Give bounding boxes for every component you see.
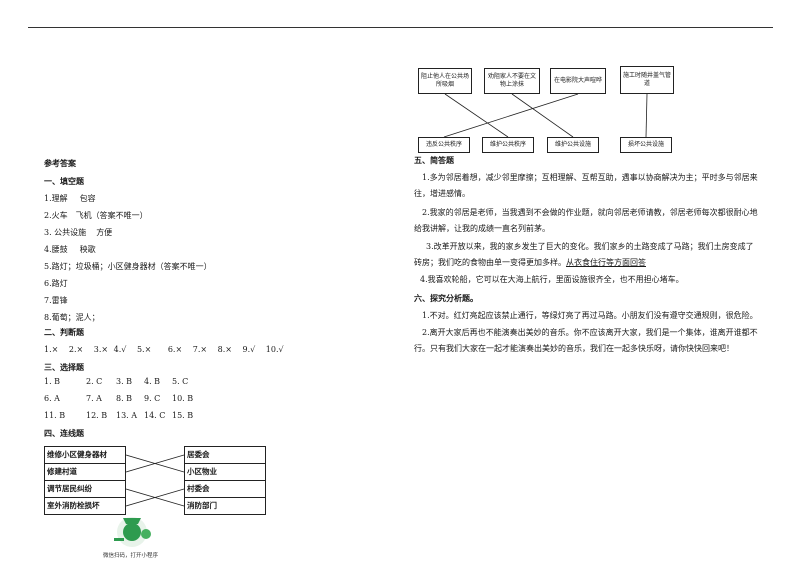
match-right-item: 村委会 bbox=[185, 481, 265, 498]
explore-1: 1.不对。红灯亮起应该禁止通行，等绿灯亮了再过马路。小朋友们没有遵守交通规则，很… bbox=[422, 311, 758, 320]
fill-8: 8.葡萄；泥人； bbox=[44, 313, 100, 322]
section-choice-heading: 三、选择题 bbox=[44, 362, 84, 372]
match-right-table: 居委会 小区物业 村委会 消防部门 bbox=[184, 446, 266, 515]
match-right-item: 小区物业 bbox=[185, 464, 265, 481]
answer-3-line-1: 3.改革开放以来，我的家乡发生了巨大的变化。我们家乡的土路变成了马路；我们土房变… bbox=[426, 242, 754, 251]
fill-2: 2.火车飞机（答案不唯一） bbox=[44, 211, 148, 220]
section-judge-heading: 二、判断题 bbox=[44, 327, 84, 337]
fill-4: 4.腰鼓秧歌 bbox=[44, 245, 96, 254]
answer-1-line-1: 1.多为邻居着想，减少邻里摩擦；互相理解、互帮互助，遇事以协商解决为主；平时多与… bbox=[422, 173, 758, 182]
section-explore-heading: 六、探究分析题。 bbox=[414, 293, 478, 303]
diagram-line bbox=[511, 93, 574, 138]
judge-answers: 1.× 2.× 3.× 4.√ 5.× 6.× 7.× 8.× 9.√ 10.√ bbox=[44, 345, 284, 354]
match-right-item: 居委会 bbox=[185, 447, 265, 464]
answer-hint-link[interactable]: 从衣食住行等方面回答 bbox=[566, 258, 646, 267]
diagram-top-box: 在电影院大声喧哗 bbox=[550, 68, 606, 94]
answer-4: 4.我喜欢轮船，它可以在大海上航行，里面设施很齐全，也不用担心堵车。 bbox=[420, 275, 684, 284]
header-rule bbox=[28, 27, 773, 28]
diagram-bottom-box: 违反公共秩序 bbox=[418, 137, 470, 153]
qr-caption: 微信扫码，打开小程序 bbox=[103, 553, 159, 559]
diagram-top-box: 施工时随井盖气管道 bbox=[620, 66, 674, 94]
explore-2-line-1: 2.离开大家后再也不能演奏出美妙的音乐。你不应该离开大家，我们是一个集体，谁离开… bbox=[422, 328, 758, 337]
fill-7: 7.雷锋 bbox=[44, 296, 68, 305]
answer-title: 参考答案 bbox=[44, 158, 76, 168]
diagram-bottom-box: 损坏公共设施 bbox=[620, 137, 672, 153]
fill-6: 6.路灯 bbox=[44, 279, 68, 288]
diagram-top-box: 劝阻家人不要在文物上涂抹 bbox=[484, 68, 540, 94]
section-match-heading: 四、连线题 bbox=[44, 428, 84, 438]
diagram-top-box: 阻止他人在公共场所吸烟 bbox=[418, 68, 472, 94]
fill-3: 3. 公共设施方便 bbox=[44, 228, 113, 237]
match-line bbox=[125, 454, 185, 473]
explore-2-line-2: 行。只有我们大家在一起才能演奏出美妙的音乐，我们在一起多快乐呀，请你快快回来吧！ bbox=[414, 344, 734, 353]
diagram-bottom-box: 维护公共秩序 bbox=[482, 137, 534, 153]
diagram-line bbox=[645, 93, 648, 138]
match-left-item: 调节居民纠纷 bbox=[45, 481, 125, 498]
answer-2-line-1: 2.我家的邻居是老师，当我遇到不会做的作业题，就向邻居老师请教，邻居老师每次都很… bbox=[422, 208, 758, 217]
match-left-item: 室外消防栓损坏 bbox=[47, 501, 100, 510]
section-fill-heading: 一、填空题 bbox=[44, 176, 84, 186]
match-left-item: 修建村道 bbox=[45, 464, 125, 481]
diagram-bottom-box: 维护公共设施 bbox=[547, 137, 599, 153]
section-short-answer-heading: 五、简答题 bbox=[414, 155, 454, 165]
match-right-item: 消防部门 bbox=[187, 501, 217, 510]
diagram-line bbox=[444, 93, 509, 138]
match-left-table: 维修小区健身器材 修建村道 调节居民纠纷 室外消防栓损坏 bbox=[44, 446, 126, 515]
fill-5: 5.路灯；垃圾桶；小区健身器材（答案不唯一） bbox=[44, 262, 212, 271]
mini-program-code-icon bbox=[114, 517, 151, 547]
answer-3-line-2: 砖房；我们吃的食物由单一变得更加多样。从衣食住行等方面回答 bbox=[414, 258, 646, 267]
answer-2-line-2: 给我讲解，让我的成绩一直名列前茅。 bbox=[414, 224, 550, 233]
diagram-line bbox=[443, 93, 579, 138]
answer-1-line-2: 往，增进感情。 bbox=[414, 189, 470, 198]
match-left-item: 维修小区健身器材 bbox=[45, 447, 125, 464]
match-line bbox=[125, 488, 185, 507]
fill-1: 1.理解包容 bbox=[44, 194, 96, 203]
